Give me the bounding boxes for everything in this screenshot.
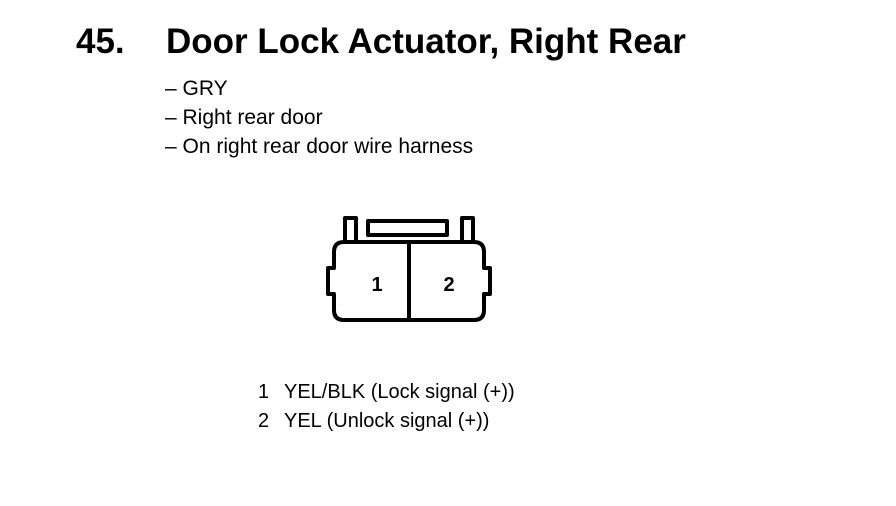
component-details: – GRY – Right rear door – On right rear … bbox=[165, 74, 473, 161]
component-title: Door Lock Actuator, Right Rear bbox=[166, 22, 686, 61]
pin-number: 1 bbox=[258, 381, 270, 403]
connector-color: – GRY bbox=[165, 77, 228, 100]
pinout-list: 1 YEL/BLK (Lock signal (+)) 2 YEL (Unlock … bbox=[258, 378, 515, 436]
pinout-item: 2 YEL (Unlock signal (+)) bbox=[258, 407, 515, 436]
terminal-1-label: 1 bbox=[371, 274, 382, 296]
connector-tab-left bbox=[343, 216, 358, 244]
pin-description: YEL/BLK (Lock signal (+)) bbox=[284, 381, 515, 403]
component-number: 45. bbox=[76, 22, 125, 61]
connector-tab-right bbox=[460, 216, 475, 244]
connector-housing bbox=[326, 240, 492, 322]
connector-location: – On right rear door wire harness bbox=[165, 135, 474, 158]
terminal-2-label: 2 bbox=[443, 274, 454, 296]
pin-number: 2 bbox=[258, 410, 270, 432]
pin-description: YEL (Unlock signal (+)) bbox=[284, 410, 490, 432]
component-location: – Right rear door bbox=[165, 106, 323, 129]
connector-latch bbox=[366, 219, 449, 237]
connector-diagram: 1 2 bbox=[326, 216, 492, 322]
pinout-item: 1 YEL/BLK (Lock signal (+)) bbox=[258, 378, 515, 407]
